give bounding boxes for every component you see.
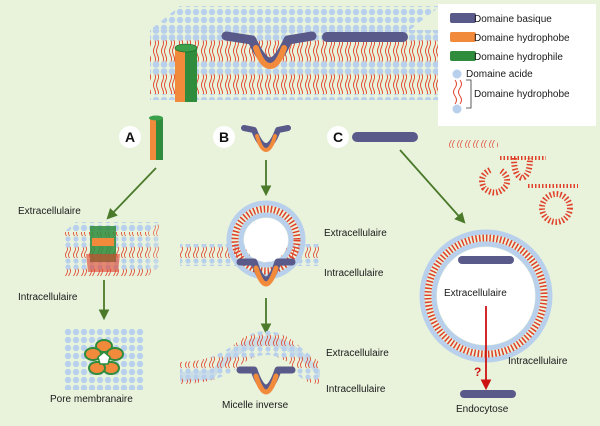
panel-b-micelle-label: Micelle inverse — [222, 400, 289, 411]
legend-label-basic: Domaine basique — [474, 14, 552, 25]
panel-a-pore-membrane — [64, 222, 160, 276]
panel-c-endosome — [419, 229, 553, 363]
panel-a-letter: A — [125, 129, 135, 145]
panel-c-question-mark: ? — [474, 365, 481, 379]
panel-a-peptide — [149, 115, 163, 160]
panel-c-letter: C — [333, 129, 343, 145]
panel-a-marker: A — [119, 126, 141, 148]
panel-c-released-peptide — [460, 390, 516, 398]
panel-b-budding-membrane — [180, 200, 320, 287]
panel-b-extracellular-label-2: Extracellulaire — [326, 348, 389, 359]
legend-swatch-hydrophobic — [450, 32, 476, 42]
panel-b-extracellular-label-1: Extracellulaire — [324, 228, 387, 239]
panel-a-arrow-1 — [106, 167, 157, 220]
legend-swatch-basic — [450, 13, 476, 23]
legend: Domaine basique Domaine hydrophobe Domai… — [438, 4, 596, 126]
legend-label-tail: Domaine hydrophobe — [474, 89, 570, 100]
panel-c-endocytosis-label: Endocytose — [456, 404, 509, 415]
panel-b-intracellular-label-2: Intracellulaire — [326, 384, 386, 395]
panel-c-extracellular-label: Extracellulaire — [444, 288, 507, 299]
legend-label-acid: Domaine acide — [466, 69, 533, 80]
panel-a-extracellular-label: Extracellulaire — [18, 206, 81, 217]
legend-swatch-hydrophilic — [450, 51, 476, 61]
panel-c-arrow — [399, 149, 466, 224]
legend-swatch-tail — [453, 79, 462, 105]
panel-b-letter: B — [219, 129, 229, 145]
legend-label-hydrophobic: Domaine hydrophobe — [474, 33, 570, 44]
panel-c-peptide — [352, 132, 418, 142]
panel-b-intracellular-label-1: Intracellulaire — [324, 268, 384, 279]
panel-b-inverse-micelle-membrane — [180, 331, 320, 395]
panel-c-endosome-peptide — [458, 256, 514, 264]
legend-box — [438, 4, 596, 126]
top-rod-peptide — [322, 32, 408, 42]
top-micelle-peptide — [221, 31, 317, 70]
panel-c-intracellular-label: Intracellulaire — [508, 356, 568, 367]
panel-b-marker: B — [213, 126, 235, 148]
panel-a-pore-label: Pore membranaire — [50, 394, 133, 405]
panel-a-pore-top-view — [64, 328, 144, 390]
panel-b-peptide — [241, 125, 291, 153]
panel-c-marker: C — [327, 126, 349, 148]
legend-swatch-acid — [452, 69, 462, 79]
panel-c-endocytosis-sketches — [448, 140, 578, 225]
top-hydrophilic-pore-peptide — [174, 43, 198, 102]
panel-a-intracellular-label: Intracellulaire — [18, 292, 78, 303]
legend-label-hydrophilic: Domaine hydrophile — [474, 52, 563, 63]
